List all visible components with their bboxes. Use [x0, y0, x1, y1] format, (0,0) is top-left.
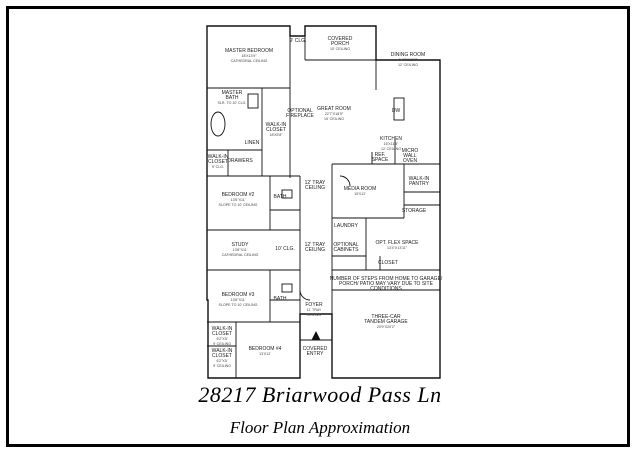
room-label-closet: CLOSET	[378, 260, 398, 266]
exterior-wall	[206, 25, 441, 379]
room-label-drawers: DRAWERS	[227, 158, 253, 164]
page-border	[6, 6, 630, 447]
room-label-bath2: BATH	[274, 194, 287, 200]
room-label-laundry: LAUNDRY	[334, 223, 358, 229]
room-label-bath3: BATH	[274, 296, 287, 302]
property-address: 28217 Briarwood Pass Ln	[198, 382, 442, 407]
room-label-garage-note: NUMBER OF STEPS FROM HOME TO GARAGE/PORC…	[330, 276, 443, 292]
room-label-nine-ft-clg: 9' CLG.	[290, 38, 307, 44]
room-label-linen: LINEN	[245, 140, 260, 146]
room-label-dw: DW	[392, 108, 401, 114]
room-label-storage: STORAGE	[402, 208, 427, 214]
plan-caption: Floor Plan Approximation	[229, 418, 411, 437]
room-label-ten-ft-clg: 10' CLG.	[275, 246, 295, 252]
room-label-ref-space: REF.SPACE	[372, 152, 389, 163]
